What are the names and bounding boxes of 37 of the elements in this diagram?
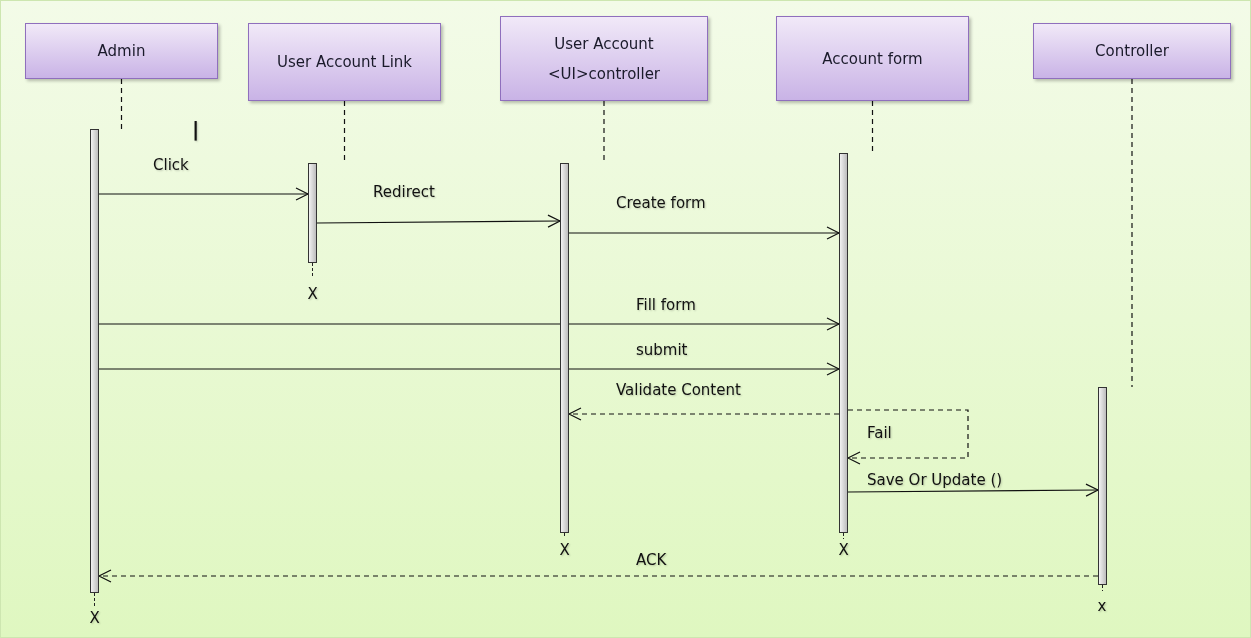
- lifeline: [871, 100, 874, 154]
- activation-bar: [560, 163, 569, 533]
- cursor-mark: |: [192, 117, 200, 141]
- message-label: Create form: [616, 194, 706, 212]
- destruction-mark: X: [559, 541, 570, 559]
- lifeline-header: Controller: [1033, 23, 1231, 79]
- message-arrow: [847, 483, 1099, 497]
- message-arrow: [568, 226, 840, 240]
- destruction-mark: x: [1097, 597, 1107, 615]
- lifeline: [120, 78, 123, 130]
- self-message-arrow: [847, 409, 969, 465]
- lifeline-header: Admin: [25, 23, 218, 79]
- message-label: Redirect: [373, 183, 435, 201]
- activation-bar: [1098, 387, 1107, 585]
- message-label: Fail: [867, 424, 892, 442]
- activation-bar: [308, 163, 317, 263]
- message-label: Fill form: [636, 296, 696, 314]
- destruction-mark: X: [89, 609, 100, 627]
- message-arrow: [316, 214, 561, 228]
- activation-bar: [839, 153, 848, 533]
- activation-bar: [90, 129, 99, 593]
- return-message-arrow: [568, 407, 840, 421]
- lifeline-header: Account form: [776, 16, 969, 101]
- lifeline-header: User Account Link: [248, 23, 441, 101]
- message-label: Save Or Update (): [867, 471, 1003, 489]
- return-message-arrow: [98, 569, 1099, 583]
- destruction-mark: X: [838, 541, 849, 559]
- lifeline: [1131, 78, 1133, 388]
- message-label: ACK: [636, 551, 667, 569]
- message-label: submit: [636, 341, 688, 359]
- message-arrow: [98, 187, 309, 201]
- message-label: Validate Content: [616, 381, 741, 399]
- message-label: Click: [153, 156, 189, 174]
- destruction-mark: X: [307, 285, 318, 303]
- message-arrow: [98, 317, 840, 331]
- message-arrow: [98, 362, 840, 376]
- lifeline-header: User Account <UI>controller: [500, 16, 708, 101]
